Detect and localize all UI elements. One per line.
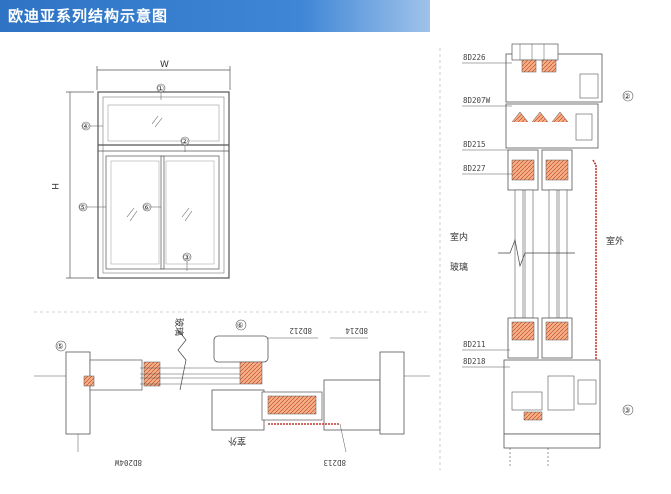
profile-8D226: 8D226 bbox=[463, 53, 486, 62]
profile-8D213: 8D213 bbox=[323, 458, 346, 467]
outdoor-label: 室外 bbox=[228, 435, 246, 447]
callout-3: ③ bbox=[182, 252, 192, 271]
profile-8D227: 8D227 bbox=[463, 164, 486, 173]
glass-label: 玻璃 bbox=[450, 261, 468, 273]
header-bar: 欧迪亚系列结构示意图 bbox=[0, 0, 430, 32]
svg-text:⑥: ⑥ bbox=[237, 321, 244, 330]
svg-text:⑥: ⑥ bbox=[143, 203, 150, 212]
glass-label: 玻璃 bbox=[173, 318, 185, 336]
horizontal-section: 8D212 8D214 8D204W 8D213 室外 玻璃 ⑤ ⑥ bbox=[34, 311, 430, 467]
profile-8D211: 8D211 bbox=[463, 340, 486, 349]
callout-4: ④ bbox=[81, 121, 103, 131]
profile-8D214: 8D214 bbox=[345, 326, 368, 335]
profile-8D218: 8D218 bbox=[463, 357, 486, 366]
vertical-section: 8D226 8D207W 8D215 8D227 8D211 8D218 室内 … bbox=[439, 43, 634, 470]
window-elevation: W H ① ② bbox=[49, 60, 231, 279]
callout-1: ① bbox=[156, 83, 166, 100]
callout-2: ② bbox=[180, 136, 190, 152]
callout-section-3: ③ bbox=[622, 404, 634, 416]
page-title: 欧迪亚系列结构示意图 bbox=[8, 7, 169, 25]
indoor-label: 室内 bbox=[450, 231, 468, 243]
callout-5: ⑤ bbox=[78, 202, 106, 212]
svg-text:⑤: ⑤ bbox=[79, 203, 86, 212]
profile-8D207W: 8D207W bbox=[463, 96, 491, 105]
svg-text:②: ② bbox=[624, 92, 631, 101]
callout-h-6: ⑥ bbox=[235, 319, 247, 331]
svg-text:①: ① bbox=[157, 84, 164, 93]
profile-8D204W: 8D204W bbox=[114, 458, 142, 467]
outdoor-label: 室外 bbox=[606, 235, 624, 247]
svg-text:③: ③ bbox=[183, 253, 190, 262]
svg-text:③: ③ bbox=[624, 406, 631, 415]
svg-text:⑤: ⑤ bbox=[57, 342, 64, 351]
profile-8D215: 8D215 bbox=[463, 140, 486, 149]
svg-text:②: ② bbox=[181, 137, 188, 146]
profile-8D212: 8D212 bbox=[289, 326, 312, 335]
callout-6: ⑥ bbox=[142, 202, 161, 212]
width-label: W bbox=[160, 60, 169, 70]
svg-text:④: ④ bbox=[82, 122, 89, 131]
callout-h-5: ⑤ bbox=[55, 340, 67, 352]
callout-section-2: ② bbox=[622, 90, 634, 102]
height-label: H bbox=[49, 183, 59, 190]
